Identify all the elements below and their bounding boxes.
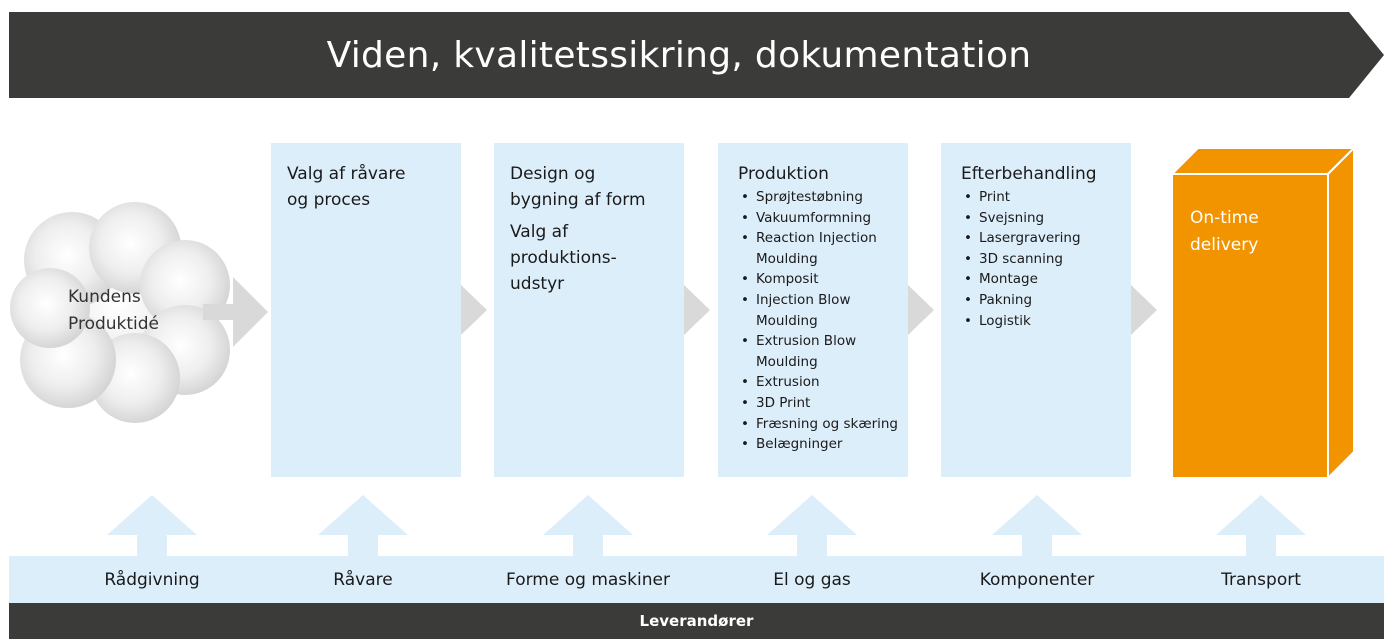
list-item: Print: [964, 187, 1116, 208]
step-subheading-line: produktions-: [510, 248, 617, 268]
list-item: Lasergravering: [964, 228, 1116, 249]
step-heading: Valg af råvare og proces: [287, 161, 446, 213]
delivery-label-line: On-time: [1190, 208, 1259, 228]
list-item: Logistik: [964, 311, 1116, 332]
step-chevron: [908, 285, 934, 335]
cloud-label-line: Kundens: [68, 287, 141, 307]
supplier-label: Forme og maskiner: [506, 569, 670, 590]
list-item-continuation: Moulding: [756, 250, 818, 267]
up-arrow: [107, 495, 197, 557]
up-arrow: [992, 495, 1082, 557]
cloud-label: Kundens Produktidé: [68, 284, 228, 338]
list-item: Reaction Injection: [741, 228, 893, 249]
customer-idea-cloud: Kundens Produktidé: [10, 200, 240, 425]
list-item: Extrusion: [741, 372, 893, 393]
step-subheading-line: udstyr: [510, 274, 565, 294]
up-arrow: [767, 495, 857, 557]
step-subheading-line: Valg af: [510, 222, 569, 242]
supplier-label: El og gas: [773, 569, 851, 590]
post-processing-list: Print Svejsning Lasergravering 3D scanni…: [961, 187, 1116, 331]
list-item-continuation: Moulding: [756, 312, 818, 329]
production-methods-list: Sprøjtestøbning Vakuumformning Reaction …: [738, 187, 898, 455]
delivery-box: [1172, 148, 1354, 478]
list-item: 3D scanning: [964, 249, 1116, 270]
banner-title: Viden, kvalitetssikring, dokumentation: [326, 34, 1032, 76]
list-item: Injection Blow: [741, 290, 893, 311]
step-raw-material-process: Valg af råvare og proces: [271, 143, 461, 477]
list-item-continuation: Moulding: [756, 353, 818, 370]
up-arrow: [543, 495, 633, 557]
delivery-label-line: delivery: [1190, 235, 1259, 255]
banner: Viden, kvalitetssikring, dokumentation: [9, 12, 1384, 98]
step-subheading: Valg af produktions- udstyr: [510, 219, 669, 297]
list-item: Fræsning og skæring: [741, 414, 898, 435]
step-heading: Efterbehandling: [961, 164, 1097, 184]
list-item: Belægninger: [741, 434, 893, 455]
supplier-label: Komponenter: [979, 569, 1095, 590]
cloud-to-step-arrow: [203, 277, 268, 347]
supplier-label: Råvare: [333, 569, 393, 590]
up-arrow: [318, 495, 408, 557]
list-item: 3D Print: [741, 393, 893, 414]
step-heading-line: og proces: [287, 190, 371, 210]
list-item: Svejsning: [964, 208, 1116, 229]
supplier-band: [9, 556, 1384, 603]
step-chevron: [684, 285, 710, 335]
step-heading-line: bygning af form: [510, 190, 646, 210]
delivery-label: On-time delivery: [1190, 205, 1259, 259]
list-item: Komposit: [741, 269, 893, 290]
list-item: Vakuumformning: [741, 208, 893, 229]
step-heading-line: Design og: [510, 164, 596, 184]
step-heading: Produktion: [738, 164, 829, 184]
supplier-label: Rådgivning: [104, 569, 200, 590]
step-heading-line: Valg af råvare: [287, 164, 406, 184]
list-item: Pakning: [964, 290, 1116, 311]
banner-arrow-shape: [9, 12, 1384, 98]
step-heading: Design og bygning af form: [510, 161, 669, 213]
step-production: Produktion Sprøjtestøbning Vakuumformnin…: [718, 143, 908, 477]
step-post-processing: Efterbehandling Print Svejsning Lasergra…: [941, 143, 1131, 477]
step-mould-design: Design og bygning af form Valg af produk…: [494, 143, 684, 477]
list-item: Sprøjtestøbning: [741, 187, 893, 208]
list-item: Montage: [964, 269, 1116, 290]
supplier-label: Transport: [1221, 569, 1301, 590]
cloud-shape: [10, 202, 230, 423]
cloud-label-line: Produktidé: [68, 314, 160, 334]
step-chevron: [461, 285, 487, 335]
list-item: Extrusion Blow: [741, 331, 893, 352]
suppliers-footer: Leverandører: [9, 603, 1384, 639]
up-arrow: [1216, 495, 1306, 557]
step-chevron: [1131, 285, 1157, 335]
